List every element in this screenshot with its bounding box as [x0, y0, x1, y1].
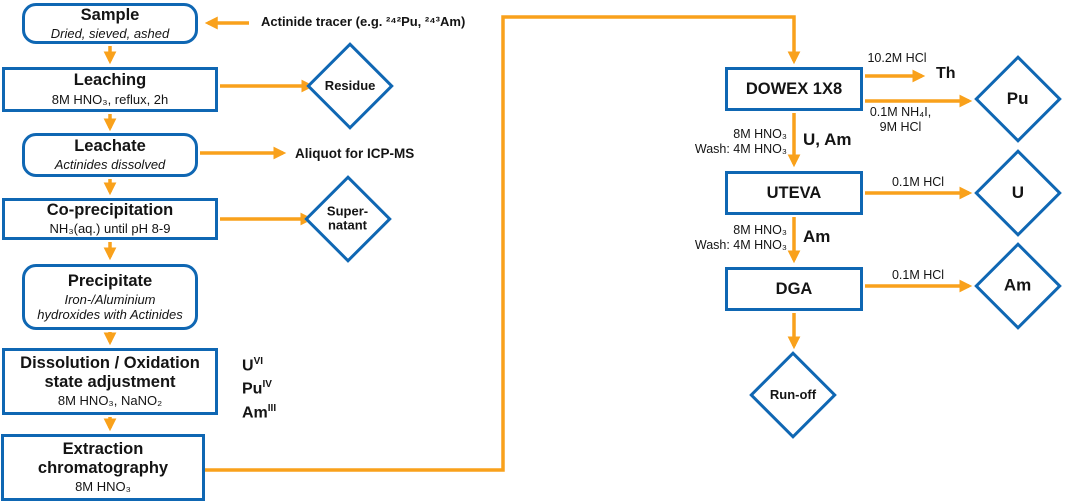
aliquot-annotation: Aliquot for ICP-MS [295, 146, 415, 161]
element-symbol: Pu [242, 380, 263, 398]
diamond-label: Residue [324, 77, 376, 93]
label-th-eluent: 10.2M HCl [867, 51, 927, 65]
box-title: Precipitate [67, 271, 153, 290]
oxidation-state-u: UVI [242, 352, 276, 375]
process-box-coprecipitation: Co-precipitation NH₃(aq.) until pH 8-9 [2, 198, 218, 240]
oxidation-number: III [267, 402, 277, 414]
box-subtitle: Actinides dissolved [54, 157, 166, 173]
element-symbol: Am [242, 403, 268, 421]
label-dowex-out: U, Am [803, 130, 852, 149]
box-subtitle: 8M HNO₃, NaNO₂ [57, 393, 163, 409]
arrow-extraction-to-dowex [205, 15, 801, 472]
diamond-label: Run-off [769, 386, 817, 402]
label-th-product: Th [936, 65, 956, 82]
label-uteva-load: 8M HNO₃ Wash: 4M HNO₃ [660, 223, 787, 253]
diamond-label-line2: natant [328, 217, 368, 233]
box-title: DGA [775, 279, 813, 298]
diamond-label: U [1011, 182, 1025, 202]
label-uteva-load-line1: 8M HNO₃ [733, 223, 787, 237]
box-subtitle: NH₃(aq.) until pH 8-9 [49, 221, 171, 237]
process-box-dissolution: Dissolution / Oxidation state adjustment… [2, 348, 218, 415]
process-box-dga: DGA [725, 267, 863, 311]
box-subtitle-line2: hydroxides with Actinides [37, 306, 183, 322]
process-box-sample: Sample Dried, sieved, ashed [22, 3, 198, 44]
label-dowex-load-line1: 8M HNO₃ [733, 127, 787, 141]
diamond-label-line1: Super- [327, 203, 369, 219]
oxidation-number: VI [253, 356, 264, 367]
box-subtitle: Dried, sieved, ashed [50, 25, 170, 41]
label-pu-eluent-line2: 9M HCl [879, 120, 922, 134]
process-box-leaching: Leaching 8M HNO₃, reflux, 2h [2, 67, 218, 112]
label-dowex-load-line2: Wash: 4M HNO₃ [694, 142, 787, 156]
label-uteva-load-line2: Wash: 4M HNO₃ [694, 238, 787, 252]
box-subtitle: 8M HNO₃, reflux, 2h [51, 91, 169, 107]
process-box-precipitate: Precipitate Iron-/Aluminium hydroxides w… [22, 264, 198, 330]
label-dowex-load: 8M HNO₃ Wash: 4M HNO₃ [660, 127, 787, 157]
box-title-line1: Dissolution / Oxidation [20, 354, 200, 373]
label-uteva-out: Am [803, 227, 831, 246]
box-title: Leachate [74, 136, 146, 155]
label-pu-eluent-line1: 0.1M NH₄I, [869, 105, 932, 119]
box-title-line2: chromatography [37, 458, 169, 477]
oxidation-states-annotation: UVI PuIV AmIII [242, 352, 276, 422]
box-title: Co-precipitation [46, 201, 174, 219]
label-uteva-eluent: 0.1M HCl [891, 175, 945, 189]
process-box-uteva: UTEVA [725, 171, 863, 215]
label-dga-eluent: 0.1M HCl [891, 268, 945, 282]
box-title: Leaching [73, 71, 147, 90]
box-title: Sample [80, 5, 140, 24]
box-title-line1: Extraction [62, 440, 144, 459]
box-subtitle-line1: Iron-/Aluminium [64, 292, 156, 308]
oxidation-state-am: AmIII [242, 399, 276, 422]
process-box-extraction-chromatography: Extraction chromatography 8M HNO₃ [1, 434, 205, 501]
diamond-label: Super- natant [327, 203, 369, 234]
oxidation-number: IV [262, 379, 272, 391]
box-title-line2: state adjustment [44, 372, 176, 391]
box-title: UTEVA [766, 183, 822, 202]
box-title: DOWEX 1X8 [745, 79, 843, 98]
box-subtitle: 8M HNO₃ [75, 479, 131, 495]
process-box-leachate: Leachate Actinides dissolved [22, 133, 198, 177]
process-box-dowex: DOWEX 1X8 [725, 67, 863, 111]
element-symbol: U [242, 357, 254, 375]
diamond-label: Pu [1007, 88, 1029, 108]
diamond-label: Am [1004, 275, 1032, 295]
label-pu-eluent: 0.1M NH₄I, 9M HCl [853, 105, 948, 135]
tracer-annotation: Actinide tracer (e.g. ²⁴²Pu, ²⁴³Am) [261, 14, 466, 29]
oxidation-state-pu: PuIV [242, 375, 276, 398]
